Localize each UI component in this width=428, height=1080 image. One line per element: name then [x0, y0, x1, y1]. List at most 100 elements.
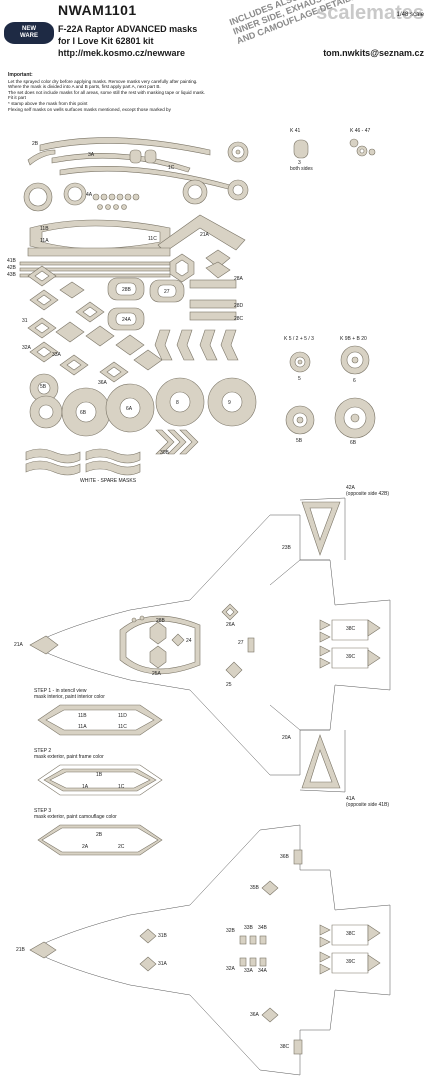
watermark: scalemates — [316, 2, 424, 24]
label-bottom-34b: 34B — [258, 925, 267, 931]
label-4a: 4A — [86, 192, 93, 198]
mask-ring-inner — [28, 187, 48, 207]
top-mask-25 — [171, 633, 185, 647]
bottom-mask-21b — [29, 941, 57, 959]
mask-zig-30b — [176, 329, 195, 361]
label-27: 27 — [164, 289, 170, 295]
top-mask-25b — [225, 661, 243, 679]
label-bottom-21b: 21B — [16, 947, 25, 953]
label-42a: 42A — [346, 485, 355, 491]
label-top-21a: 21A — [14, 642, 23, 648]
aircraft-top-view — [29, 497, 391, 793]
bottom-mask-36b — [293, 849, 303, 865]
label-11b: 11B — [40, 226, 49, 232]
label-5b: 5B — [40, 384, 47, 390]
bottom-mask-31b — [139, 928, 157, 944]
mask-tab-a — [129, 149, 142, 164]
canopy-label-2c: 2C — [118, 844, 125, 850]
canopy-label-11d: 11D — [118, 713, 127, 719]
mask-diamond-27 — [205, 261, 231, 279]
label-32a: 32A — [22, 345, 31, 351]
label-top-38c: 38C — [346, 626, 356, 632]
label-42b: 42B — [7, 265, 16, 271]
bottom-mask-38c — [293, 1039, 303, 1055]
label-31: 31 — [22, 318, 28, 324]
label-11a: 11A — [40, 238, 49, 244]
label-bottom-36a: 36A — [250, 1012, 259, 1018]
label-24a: 24A — [122, 317, 131, 323]
label-bottom-39c: 39C — [346, 959, 356, 965]
mask-strip-43b — [19, 273, 171, 278]
label-28d: 28D — [234, 303, 244, 309]
step1-inner — [45, 709, 155, 731]
step3-desc: mask exterior, paint camouflage color — [34, 814, 117, 820]
mask-tab-b — [144, 149, 157, 164]
label-bottom-33b: 33B — [244, 925, 253, 931]
top-mask-21a — [29, 635, 59, 655]
label-top-25: 25 — [226, 682, 232, 688]
mask-28a — [189, 279, 237, 289]
mask-bar-11c — [27, 247, 171, 257]
label-bottom-32a: 32A — [226, 966, 235, 972]
bottom-mask-36a — [261, 1007, 279, 1023]
instruction-line: * stamp above the mask from this point — [8, 100, 88, 106]
email-link[interactable]: tom.nwkits@seznam.cz — [323, 48, 424, 58]
canopy-label-1b: 1B — [96, 772, 103, 778]
mask-wave-d — [85, 460, 141, 476]
label-bottom-33a: 33A — [244, 968, 253, 974]
brand-logo: NEW WARE — [4, 22, 54, 44]
label-top-24: 24 — [186, 638, 192, 644]
key-wheel-6b-label: 6B — [350, 440, 357, 446]
label-top-39c: 39C — [346, 654, 356, 660]
bottom-mask-35b — [261, 880, 279, 896]
label-bottom-34a: 34A — [258, 968, 267, 974]
mask-diamond-group-left — [27, 265, 163, 383]
instructions-heading: Important: — [8, 72, 33, 78]
website-link[interactable]: http://mek.kosmo.cz/newware — [58, 48, 186, 58]
bottom-bay-masks — [239, 935, 267, 967]
mask-strip-3a — [51, 153, 191, 173]
mask-strip-41b — [19, 261, 171, 266]
key-k4647: K 46 - 47 — [350, 128, 371, 134]
label-9: 9 — [228, 400, 231, 406]
mask-zig-30d — [220, 329, 239, 361]
mask-ring-medium-inner — [67, 186, 83, 202]
bottom-exhaust-masks — [319, 924, 381, 975]
mask-wave-c — [25, 460, 81, 476]
label-36a: 36A — [98, 380, 107, 386]
bottom-mask-31a — [139, 956, 157, 972]
mask-zig-30c — [199, 329, 218, 361]
key-k5: K 5 / 2 + 5 / 3 — [284, 336, 314, 342]
product-title: F-22A Raptor ADVANCED masks — [58, 24, 198, 34]
label-top-26: 26A — [226, 622, 235, 628]
instructions-block: Important: Let the sprayed color dry bef… — [8, 72, 308, 112]
key-k3: 3 — [298, 160, 301, 166]
label-bottom-36b: 36B — [280, 854, 289, 860]
label-bottom-31a: 31A — [158, 961, 167, 967]
instruction-line: Flexing self masks on wells surfaces mas… — [8, 106, 171, 112]
label-bottom-35b: 35B — [250, 885, 259, 891]
key-wheel-5b-label: 5B — [296, 438, 303, 444]
label-3a: 3A — [88, 152, 95, 158]
key-k41-shape — [293, 139, 309, 159]
label-2b: 2B — [32, 141, 39, 147]
label-top-25a: 25A — [152, 671, 161, 677]
logo-line2: WARE — [20, 33, 38, 39]
step1-text: STEP 1 - in stencil view mask interior, … — [34, 688, 105, 700]
label-41a-note: (opposite side 41B) — [346, 802, 390, 808]
label-6a: 6A — [126, 406, 133, 412]
top-mask-28a — [149, 645, 167, 669]
product-code: NWAM1101 — [58, 2, 137, 18]
mask-zig-30a — [154, 329, 173, 361]
label-30b: 30B — [160, 450, 169, 456]
mask-chevron-30b — [155, 429, 175, 455]
step1-title: STEP 1 - in stencil view — [34, 688, 87, 694]
key-k9: K 9B + B 20 — [340, 336, 367, 342]
step2-desc: mask exterior, paint frame color — [34, 754, 104, 760]
top-mask-27 — [247, 637, 255, 653]
sheet-header: NEW WARE NWAM1101 scalemates 1/48 scale … — [0, 0, 428, 70]
label-21a: 21A — [200, 232, 209, 238]
label-33a: 33A — [52, 352, 61, 358]
label-top-27: 27 — [238, 640, 244, 646]
label-41b: 41B — [7, 258, 16, 264]
